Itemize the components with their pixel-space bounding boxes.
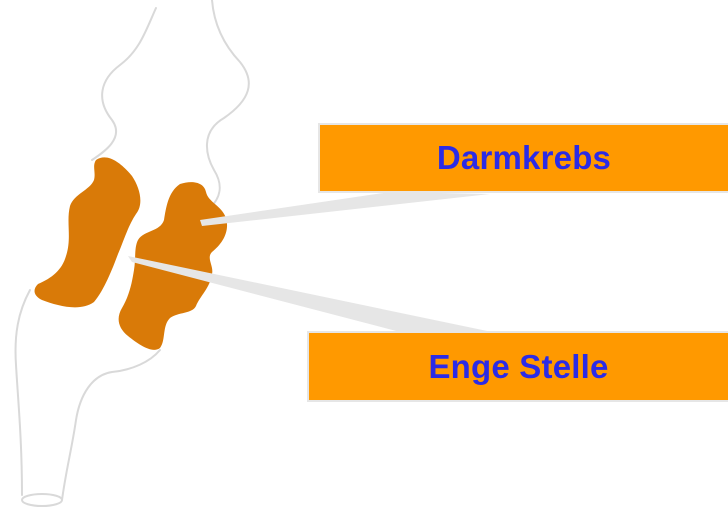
- intestine-open-end: [21, 493, 63, 507]
- label-enge-stelle-text: Enge Stelle: [428, 347, 609, 385]
- intestine-right-wall: [61, 0, 250, 501]
- label-enge-stelle-box: Enge Stelle: [307, 331, 728, 402]
- pointer-cancer: [200, 192, 490, 226]
- label-darmkrebs-text: Darmkrebs: [436, 139, 612, 176]
- intestine-outline: [14, 0, 250, 507]
- pointer-narrowing: [128, 256, 492, 332]
- tumor-left-mass: [34, 157, 141, 308]
- pointers: [128, 192, 492, 332]
- tumor: [34, 157, 228, 350]
- label-darmkrebs-box: Darmkrebs: [318, 123, 728, 193]
- intestine-left-wall: [14, 7, 157, 496]
